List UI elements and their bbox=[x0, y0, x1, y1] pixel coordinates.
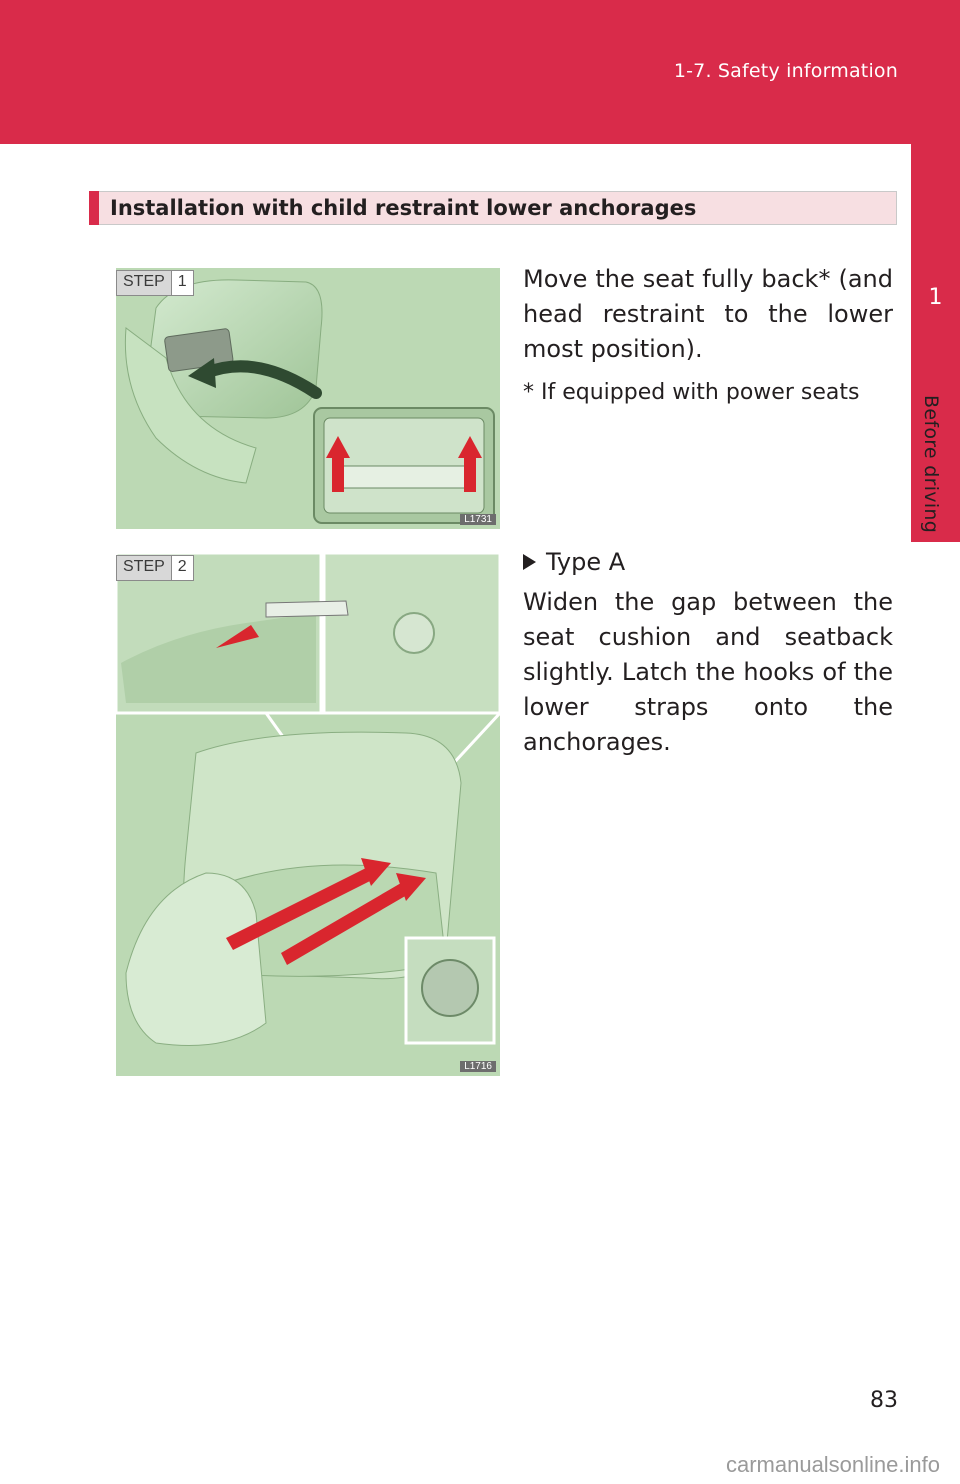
type-a-label: Type A bbox=[546, 548, 626, 576]
step1-illustration: STEP 1 L1731 bbox=[116, 268, 500, 529]
chapter-label: Before driving bbox=[920, 395, 942, 534]
page-number: 83 bbox=[870, 1388, 898, 1413]
chapter-tab[interactable] bbox=[911, 144, 960, 540]
step1-instruction: Move the seat fully back* (and head rest… bbox=[523, 265, 893, 363]
step1-badge: STEP 1 bbox=[116, 270, 194, 296]
watermark: carmanualsonline.info bbox=[725, 1452, 940, 1477]
step1-badge-label: STEP bbox=[123, 273, 165, 290]
step2-figure-code: L1716 bbox=[460, 1061, 496, 1072]
section-heading-bar bbox=[89, 191, 897, 225]
section-heading-accent bbox=[89, 191, 99, 225]
step2-illustration: STEP 2 L1716 bbox=[116, 553, 500, 1076]
anchorage-drawing bbox=[116, 553, 500, 1076]
type-a-heading: Type A bbox=[523, 548, 625, 576]
triangle-bullet-icon bbox=[523, 554, 536, 570]
step2-badge: STEP 2 bbox=[116, 555, 194, 581]
step2-badge-label: STEP bbox=[123, 558, 165, 575]
chapter-tab-divider bbox=[911, 540, 960, 542]
step2-badge-number: 2 bbox=[170, 556, 193, 580]
step2-instruction: Widen the gap between the seat cushion a… bbox=[523, 588, 893, 756]
step1-figure-code: L1731 bbox=[460, 514, 496, 525]
step1-note: * If equipped with power seats bbox=[523, 380, 860, 405]
seat-adjust-drawing bbox=[116, 268, 500, 529]
section-breadcrumb: 1-7. Safety information bbox=[673, 60, 898, 82]
chapter-number: 1 bbox=[928, 285, 943, 310]
header-band: 1-7. Safety information bbox=[0, 0, 960, 144]
section-title: Installation with child restraint lower … bbox=[110, 196, 697, 220]
step1-badge-number: 1 bbox=[170, 271, 193, 295]
